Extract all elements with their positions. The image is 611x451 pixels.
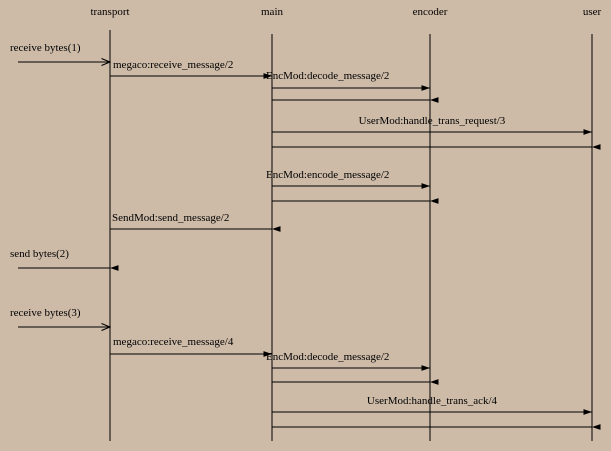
participant-user[interactable]: user	[583, 6, 602, 441]
message-sendmod-send-message-2[interactable]: SendMod:send_message/2	[110, 212, 281, 232]
message-encmod-encode-message-2[interactable]: EncMod:encode_message/2	[266, 169, 430, 189]
participant-label-encoder: encoder	[413, 6, 448, 18]
message-receive-bytes-1[interactable]: receive bytes(1)	[10, 42, 110, 62]
participant-label-user: user	[583, 6, 602, 18]
message-usermod-handle-trans-ack-4[interactable]: UserMod:handle_trans_ack/4	[272, 395, 592, 415]
message-label-usermod-handle-trans-request-3: UserMod:handle_trans_request/3	[359, 115, 506, 127]
message-receive-bytes-3[interactable]: receive bytes(3)	[10, 307, 110, 327]
message-encmod-decode-message-2-first[interactable]: EncMod:decode_message/2	[266, 70, 430, 91]
message-encmod-decode-message-2-second[interactable]: EncMod:decode_message/2	[266, 351, 430, 371]
message-label-sendmod-send-message-2: SendMod:send_message/2	[112, 212, 229, 224]
message-label-send-bytes-2: send bytes(2)	[10, 248, 69, 260]
participant-label-main: main	[261, 6, 283, 18]
message-label-receive-bytes-3: receive bytes(3)	[10, 307, 81, 319]
participants-layer: transport main encoder user	[90, 6, 601, 441]
message-label-usermod-handle-trans-ack-4: UserMod:handle_trans_ack/4	[367, 395, 498, 407]
messages-layer: receive bytes(1) megaco:receive_message/2…	[10, 42, 601, 430]
participant-encoder[interactable]: encoder	[413, 6, 448, 441]
message-label-encmod-encode-message-2: EncMod:encode_message/2	[266, 169, 389, 181]
message-usermod-handle-trans-request-3[interactable]: UserMod:handle_trans_request/3	[272, 115, 592, 135]
participant-transport[interactable]: transport	[90, 6, 130, 441]
message-label-receive-bytes-1: receive bytes(1)	[10, 42, 81, 54]
message-send-bytes-2[interactable]: send bytes(2)	[10, 248, 119, 271]
message-label-encmod-decode-message-2-second: EncMod:decode_message/2	[266, 351, 389, 363]
message-label-megaco-receive-message-4: megaco:receive_message/4	[113, 336, 234, 348]
message-label-megaco-receive-message-2: megaco:receive_message/2	[113, 59, 233, 71]
message-label-encmod-decode-message-2-first: EncMod:decode_message/2	[266, 70, 389, 82]
participant-main[interactable]: main	[261, 6, 283, 441]
participant-label-transport: transport	[90, 6, 129, 18]
message-megaco-receive-message-2[interactable]: megaco:receive_message/2	[110, 59, 272, 79]
message-megaco-receive-message-4[interactable]: megaco:receive_message/4	[110, 336, 272, 357]
